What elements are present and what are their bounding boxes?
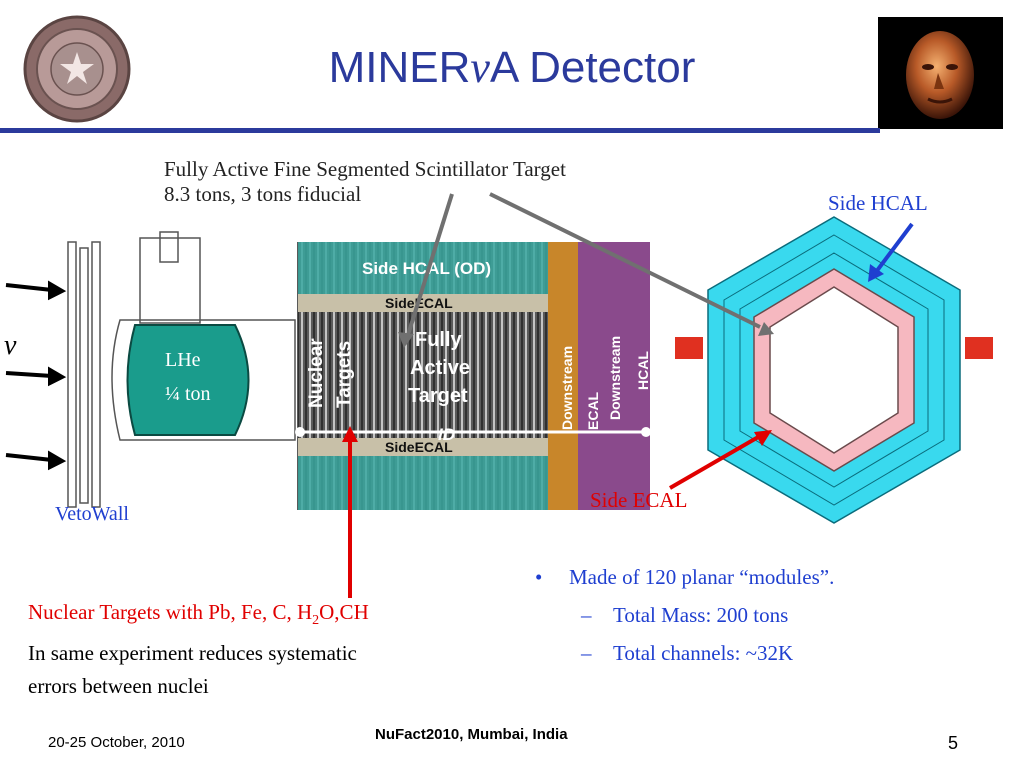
top-caption: Fully Active Fine Segmented Scintillator…: [164, 157, 566, 207]
fully-active-label-1: Fully: [415, 329, 463, 351]
side-hcal-label: Side HCAL: [828, 191, 928, 215]
portrait-image: [878, 17, 1003, 129]
downstream-hcal-label-2: HCAL: [635, 351, 651, 390]
detector-side-view: LHe ¼ ton Side HCAL (OD) SideECAL SideEC…: [5, 231, 651, 510]
downstream-ecal-label-1: Downstream: [559, 346, 575, 430]
nuclear-label-1: Nuclear: [306, 338, 327, 408]
hexagon-cross-section: [675, 216, 993, 524]
bullet-list: •Made of 120 planar “modules”. –Total Ma…: [535, 558, 834, 672]
neutrino-arrows: [5, 280, 67, 471]
caption-line-1: Fully Active Fine Segmented Scintillator…: [164, 157, 566, 181]
nuclear-targets-line: Nuclear Targets with Pb, Fe, C, H2O,CH: [28, 600, 369, 629]
fully-active-label-3: Target: [408, 385, 468, 407]
footer-date: 20-25 October, 2010: [48, 734, 185, 751]
side-hcal-od-label: Side HCAL (OD): [362, 259, 491, 278]
downstream-hcal-label-1: Downstream: [607, 336, 623, 420]
bullet-sub-1: –Total Mass: 200 tons: [581, 603, 789, 627]
bullet-main: •Made of 120 planar “modules”.: [535, 565, 835, 589]
nuclear-note-line-2: In same experiment reduces systematic: [28, 641, 357, 666]
neutrino-symbol: ν: [4, 330, 17, 361]
fully-active-label-2: Active: [410, 357, 470, 379]
lhe-label-2: ¼ ton: [165, 383, 211, 405]
side-ecal-bottom-label: SideECAL: [385, 439, 453, 455]
id-label: ID: [438, 425, 455, 444]
lhe-label-1: LHe: [165, 349, 201, 371]
slide-title: MINERνA Detector: [328, 43, 696, 92]
title-underline: [0, 128, 880, 133]
footer-conference: NuFact2010, Mumbai, India: [375, 726, 568, 743]
vetowall-label: VetoWall: [55, 503, 129, 525]
veto-wall: [67, 241, 101, 508]
page-number: 5: [948, 733, 959, 753]
nuclear-label-2: Targets: [334, 341, 355, 408]
caption-line-2: 8.3 tons, 3 tons fiducial: [164, 182, 362, 206]
nuclear-targets-note: Nuclear Targets with Pb, Fe, C, H2O,CH I…: [28, 596, 369, 703]
side-ecal-label: Side ECAL: [590, 488, 688, 512]
university-seal-logo: [22, 14, 132, 124]
downstream-ecal-label-2: ECAL: [585, 391, 601, 430]
bullet-sub-2: –Total channels: ~32K: [581, 641, 794, 665]
nuclear-note-line-3: errors between nuclei: [28, 674, 209, 699]
